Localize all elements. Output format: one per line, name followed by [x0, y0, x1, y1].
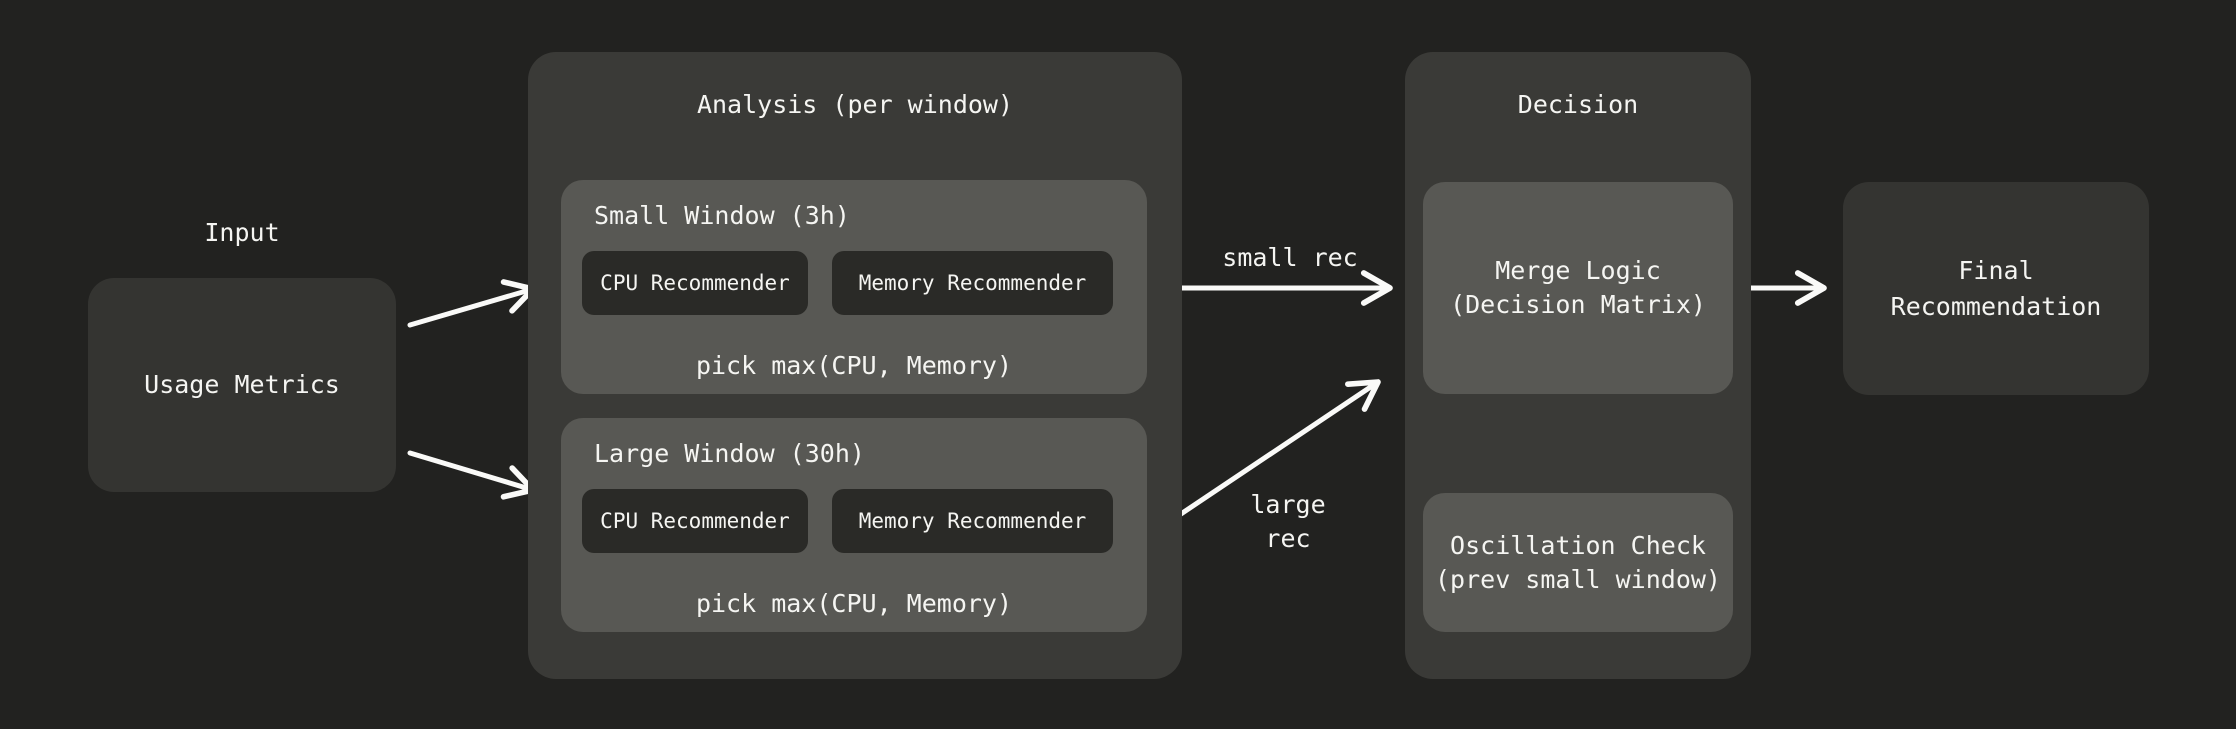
analysis-title: Analysis (per window) — [696, 90, 1014, 119]
edge-usage-to-small-window — [407, 279, 536, 328]
small-window-title: Small Window (3h) — [594, 201, 850, 230]
edge-usage-to-large-window — [407, 450, 536, 500]
small-cpu-recommender-chip: CPU Recommender — [582, 251, 808, 315]
small-pick-max-label: pick max(CPU, Memory) — [695, 351, 1013, 380]
large-memory-recommender-chip: Memory Recommender — [832, 489, 1113, 553]
large-cpu-recommender-chip: CPU Recommender — [582, 489, 808, 553]
decision-title: Decision — [1517, 90, 1639, 119]
usage-metrics-label: Usage Metrics — [144, 370, 340, 399]
large-window-box: Large Window (30h) CPU Recommender Memor… — [561, 418, 1147, 632]
decision-container: Decision Merge Logic (Decision Matrix) O… — [1405, 52, 1751, 679]
small-window-box: Small Window (3h) CPU Recommender Memory… — [561, 180, 1147, 394]
large-pick-max-label: pick max(CPU, Memory) — [695, 589, 1013, 618]
large-window-chips: CPU Recommender Memory Recommender — [582, 489, 1113, 553]
edge-label-small-rec: small rec — [1222, 243, 1358, 272]
small-window-chips: CPU Recommender Memory Recommender — [582, 251, 1113, 315]
final-recommendation-node: Final Recommendation — [1843, 182, 2149, 395]
input-section-label: Input — [204, 218, 280, 247]
edge-label-large-rec: large rec — [1250, 490, 1326, 553]
oscillation-check-node: Oscillation Check (prev small window) — [1423, 493, 1733, 632]
usage-metrics-node: Usage Metrics — [88, 278, 396, 492]
small-memory-recommender-chip: Memory Recommender — [832, 251, 1113, 315]
analysis-container: Analysis (per window) Small Window (3h) … — [528, 52, 1182, 679]
large-window-title: Large Window (30h) — [594, 439, 865, 468]
merge-logic-node: Merge Logic (Decision Matrix) — [1423, 182, 1733, 394]
